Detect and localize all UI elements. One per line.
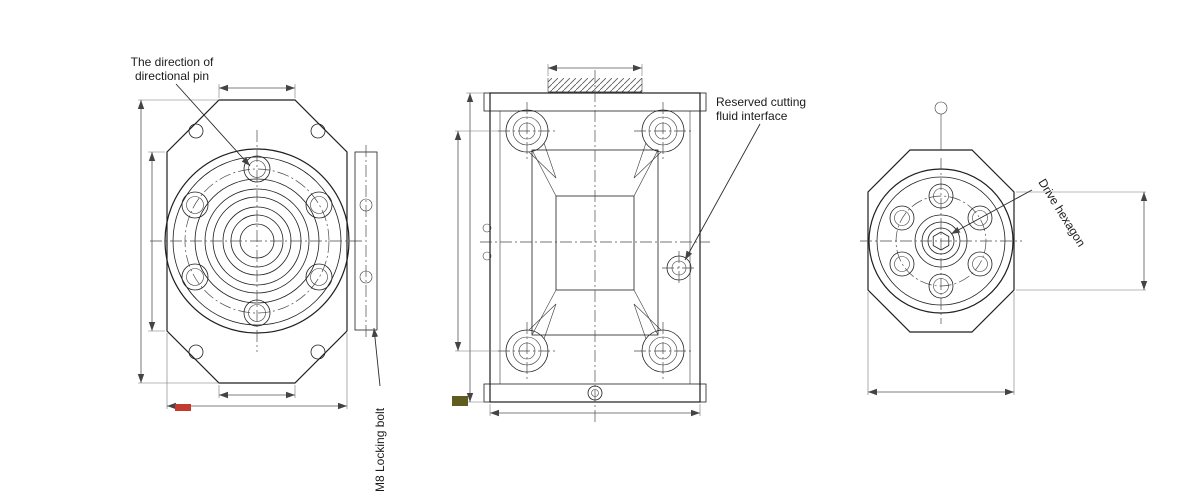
drive-hexagon-label: Drive hexagon <box>1035 176 1088 249</box>
central-cavity <box>480 70 710 425</box>
bottom-port <box>587 385 603 401</box>
front-corner-holes <box>188 123 326 360</box>
top-fitting <box>934 101 948 115</box>
front-view <box>150 99 364 384</box>
rear-bolt-holes <box>889 183 993 299</box>
directional-pin-label-line2: directional pin <box>135 69 209 83</box>
front-plate-outline <box>166 99 348 384</box>
m8-locking-bolt-label: M8 Locking bolt <box>373 407 387 492</box>
side-view <box>480 70 710 425</box>
rear-view <box>860 101 1022 333</box>
locking-bolt-head <box>482 223 492 233</box>
cutting-fluid-leader <box>684 123 761 261</box>
olive-mark <box>452 396 468 406</box>
front-bolt-holes <box>181 155 333 327</box>
bearing-bosses <box>498 102 692 380</box>
drive-hexagon-leader <box>950 189 1033 235</box>
m8-locking-bolt-leader <box>371 327 381 387</box>
locking-bolt-head <box>482 251 492 261</box>
cutting-fluid-port <box>662 251 696 285</box>
directional-pin-label-line1: The direction of <box>131 55 214 69</box>
annotations: The direction of directional pin Reserve… <box>131 55 1089 492</box>
red-mark <box>175 404 191 411</box>
rear-plate-outline <box>867 149 1015 333</box>
cutting-fluid-label-line1: Reserved cutting <box>716 95 806 109</box>
cutting-fluid-label-line2: fluid interface <box>716 109 788 123</box>
dimension-lines <box>137 64 1148 417</box>
flange-edge-strip <box>354 145 378 338</box>
directional-pin-leader <box>175 83 251 167</box>
